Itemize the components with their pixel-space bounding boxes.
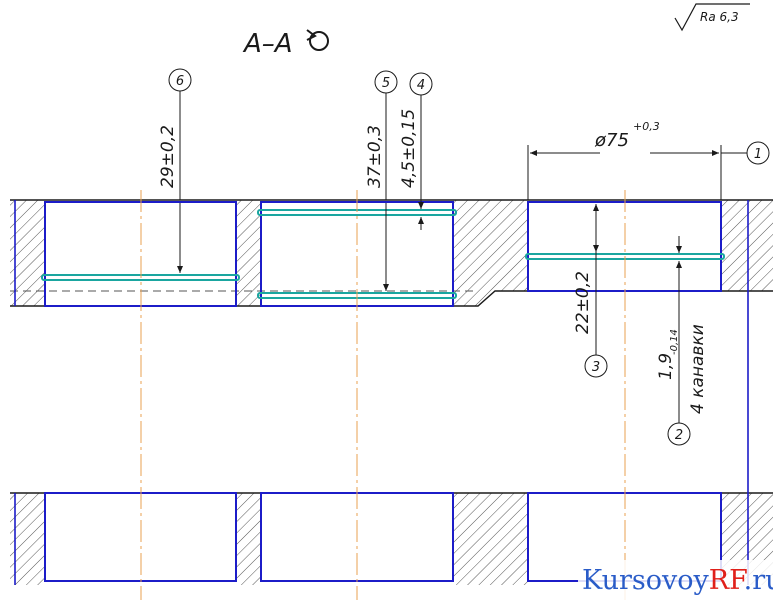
callouts: 6 5 4 1 3 2 [168, 68, 770, 446]
roughness-check-icon [674, 3, 750, 32]
callout-5: 5 [374, 70, 398, 94]
bottom-wall [10, 291, 773, 585]
dim-37-text: 37±0,3 [365, 125, 385, 188]
hatch-section-right-top [721, 200, 773, 291]
callout-3-label: 3 [592, 360, 600, 375]
callout-4-circle [409, 72, 433, 96]
dim-75-text: ø75 [594, 130, 629, 151]
callout-6-label: 6 [176, 74, 184, 89]
hatch-section-left-top [10, 200, 45, 306]
hatch-section-mid2-bottom [453, 493, 528, 585]
callout-2-circle [667, 422, 691, 446]
hatch-section-mid1-bottom [236, 493, 261, 585]
watermark-logo: KursovoyRF.ru [582, 565, 773, 596]
dim-29-text: 29±0,2 [158, 125, 178, 188]
dim-22-text: 22±0,2 [573, 271, 593, 334]
dim-1-9-text: 1,9 [656, 353, 676, 380]
dim-1-9-tolerance: -0,14 [669, 329, 680, 355]
callout-3-circle [584, 354, 608, 378]
hatch-section-left-bottom [10, 493, 45, 585]
dimension-lines [177, 145, 722, 340]
callout-4-label: 4 [417, 78, 425, 93]
callout-1-label: 1 [754, 147, 762, 162]
callout-2: 2 [667, 422, 691, 446]
roughness-symbol: Ra 6,3 [674, 3, 750, 32]
hatch-section-mid1-top [236, 200, 261, 306]
callout-3: 3 [584, 354, 608, 378]
callout-4: 4 [409, 72, 433, 96]
grooves-note: 4 канавки [688, 324, 708, 414]
rotation-icon [306, 29, 329, 51]
leader-lines [179, 90, 747, 423]
section-title: А–А [242, 29, 293, 59]
callout-6-circle [168, 68, 192, 92]
top-wall [10, 199, 773, 307]
watermark: KursovoyRF.ru [578, 560, 773, 600]
dim-4-5-text: 4,5±0,15 [399, 109, 419, 188]
roughness-value: Ra 6,3 [700, 10, 739, 24]
callout-1: 1 [746, 141, 770, 165]
center-axes [140, 190, 626, 600]
dim-75-tolerance: +0,3 [633, 120, 660, 133]
callout-5-label: 5 [382, 76, 390, 91]
watermark-bg [578, 560, 773, 600]
callout-6: 6 [168, 68, 192, 92]
hatch-section-mid2-top [453, 200, 528, 306]
callout-1-circle [746, 141, 770, 165]
callout-2-label: 2 [675, 428, 683, 443]
dimension-texts: 29±0,2 37±0,3 4,5±0,15 ø75 +0,3 22±0,2 1… [158, 109, 708, 414]
section-heading: А–А [242, 29, 329, 59]
callout-5-circle [374, 70, 398, 94]
